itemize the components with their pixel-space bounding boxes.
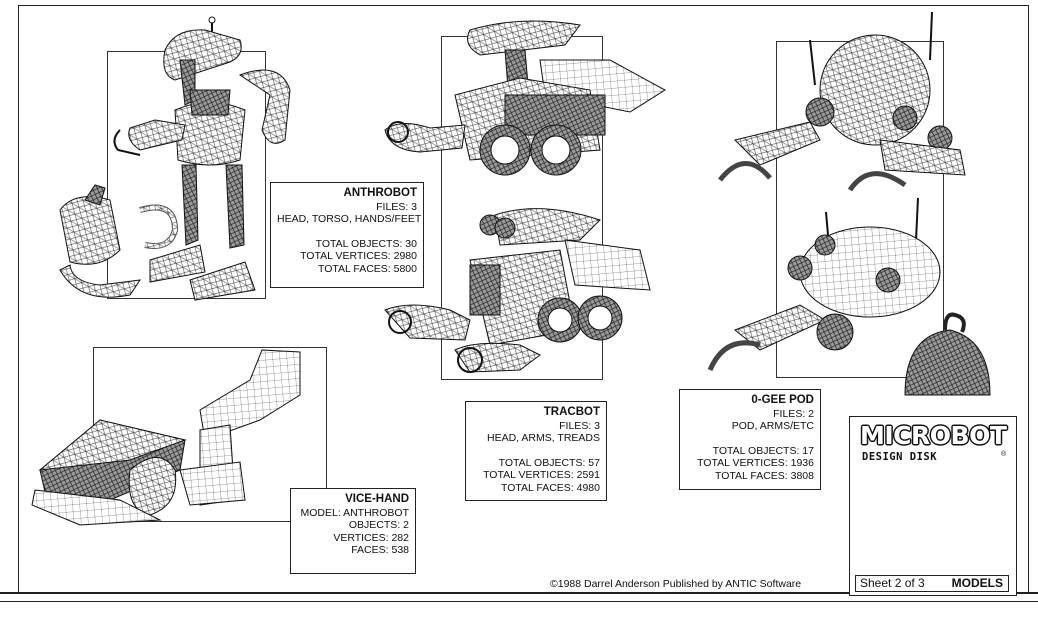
anthrobot-faces: TOTAL FACES: 5800 xyxy=(317,262,417,275)
anthrobot-file-list: HEAD, TORSO, HANDS/FEET xyxy=(277,213,422,225)
right-border xyxy=(1028,5,1029,593)
tracbot-spacer xyxy=(472,445,600,457)
sheet-label: Sheet 2 of 3 MODELS xyxy=(855,575,1009,592)
tracbot-bottom-model xyxy=(384,208,651,373)
tracbot-file-list: HEAD, ARMS, TREADS xyxy=(487,432,600,444)
tracbot-top-model xyxy=(384,20,666,176)
tracbot-objects: TOTAL OBJECTS: 57 xyxy=(498,456,600,469)
vicehand-model xyxy=(31,349,301,526)
pod-objects: TOTAL OBJECTS: 17 xyxy=(712,444,814,457)
pod-bottom-model xyxy=(707,197,991,396)
sheet-kind: MODELS xyxy=(951,576,1003,590)
pod-top-model xyxy=(718,11,966,192)
tracbot-faces: TOTAL FACES: 4980 xyxy=(500,481,600,494)
anthrobot-title: ANTHROBOT xyxy=(343,187,417,199)
tracbot-vertices: TOTAL VERTICES: 2591 xyxy=(483,469,600,481)
anthrobot-info-panel: ANTHROBOT FILES: 3 HEAD, TORSO, HANDS/FE… xyxy=(270,182,424,288)
left-border xyxy=(18,5,19,593)
tracbot-files: FILES: 3 xyxy=(559,419,600,432)
title-block: MICROBOT DESIGN DISK ® Sheet 2 of 3 MODE… xyxy=(849,416,1017,596)
copyright-line: ©1988 Darrel Anderson Published by ANTIC… xyxy=(550,578,802,590)
anthrobot-objects: TOTAL OBJECTS: 30 xyxy=(315,237,417,250)
pod-file-list: POD, ARMS/ETC xyxy=(731,420,814,432)
pod-vertices: TOTAL VERTICES: 1936 xyxy=(697,457,814,469)
pod-title: 0-GEE POD xyxy=(751,394,814,406)
design-disk-subtitle: DESIGN DISK xyxy=(862,451,938,463)
vicehand-vertices: VERTICES: 282 xyxy=(333,531,409,544)
anthrobot-model xyxy=(59,16,291,301)
anthrobot-spacer xyxy=(277,226,417,238)
pod-spacer xyxy=(686,433,814,445)
vicehand-model: MODEL: ANTHROBOT xyxy=(300,506,409,519)
sheet-number: Sheet 2 of 3 xyxy=(860,576,925,590)
vicehand-title: VICE-HAND xyxy=(345,493,409,505)
vicehand-info-panel: VICE-HAND MODEL: ANTHROBOT OBJECTS: 2 VE… xyxy=(290,488,416,574)
bottom-rule-lower xyxy=(0,601,1038,602)
bottom-rule xyxy=(0,592,1038,594)
pod-files: FILES: 2 xyxy=(773,407,814,420)
pod-info-panel: 0-GEE POD FILES: 2 POD, ARMS/ETC TOTAL O… xyxy=(679,389,821,490)
tracbot-title: TRACBOT xyxy=(543,406,600,418)
registered-mark: ® xyxy=(1001,451,1007,458)
top-border xyxy=(18,5,1028,6)
anthrobot-vertices: TOTAL VERTICES: 2980 xyxy=(300,250,417,262)
vicehand-faces: FACES: 538 xyxy=(351,544,409,556)
tracbot-info-panel: TRACBOT FILES: 3 HEAD, ARMS, TREADS TOTA… xyxy=(465,401,607,501)
anthrobot-files: FILES: 3 xyxy=(376,200,417,213)
pod-faces: TOTAL FACES: 3808 xyxy=(714,469,814,482)
vicehand-objects: OBJECTS: 2 xyxy=(348,519,409,531)
microbot-logo: MICROBOT xyxy=(860,421,1007,450)
